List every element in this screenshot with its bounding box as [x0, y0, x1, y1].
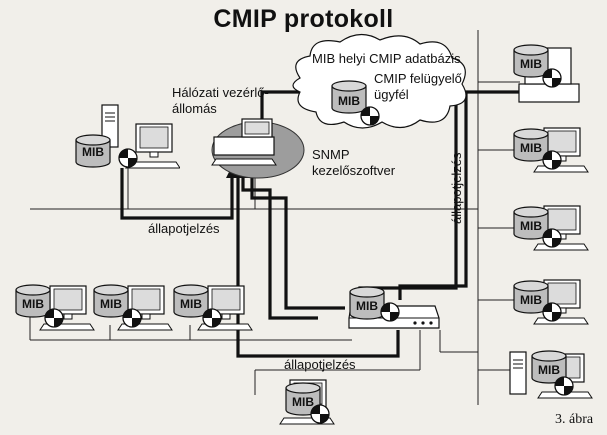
- agent-icon: [542, 228, 562, 248]
- mib-label: MIB: [520, 293, 542, 307]
- station-label-1: Hálózati vezérlő-: [172, 85, 269, 100]
- mib-label: MIB: [538, 363, 560, 377]
- agent-icon: [118, 148, 138, 168]
- status-label-top: állapotjelzés: [148, 221, 220, 236]
- management-station: [211, 118, 277, 166]
- mib-label: MIB: [292, 395, 314, 409]
- snmp-label-1: SNMP: [312, 147, 350, 162]
- agent-icon: [542, 302, 562, 322]
- agent-icon: [554, 376, 574, 396]
- mib-label: MIB: [22, 297, 44, 311]
- page-title: CMIP protokoll: [213, 5, 394, 33]
- figure-caption: 3. ábra: [555, 412, 594, 427]
- mib-label: MIB: [520, 141, 542, 155]
- station-label-2: állomás: [172, 101, 217, 116]
- agent-icon: [542, 150, 562, 170]
- legend-agent-text-1: CMIP felügyelő: [374, 71, 462, 86]
- snmp-label-2: kezelőszoftver: [312, 163, 396, 178]
- agent-icon: [202, 308, 222, 328]
- mib-label: MIB: [180, 297, 202, 311]
- mib-label: MIB: [520, 219, 542, 233]
- mib-label: MIB: [82, 145, 104, 159]
- status-label-bottom: állapotjelzés: [284, 357, 356, 372]
- status-label-vertical: állapotjelzés: [449, 152, 464, 224]
- legend-mib-text: MIB helyi CMIP adatbázis: [312, 51, 461, 66]
- agent-icon: [122, 308, 142, 328]
- agent-icon: [542, 68, 562, 88]
- legend-agent-icon: [360, 106, 380, 126]
- legend-agent-text-2: ügyfél: [374, 87, 409, 102]
- mib-label: MIB: [356, 299, 378, 313]
- mib-label: MIB: [338, 94, 360, 108]
- agent-icon: [380, 302, 400, 322]
- mib-label: MIB: [100, 297, 122, 311]
- agent-icon: [44, 308, 64, 328]
- mib-label: MIB: [520, 57, 542, 71]
